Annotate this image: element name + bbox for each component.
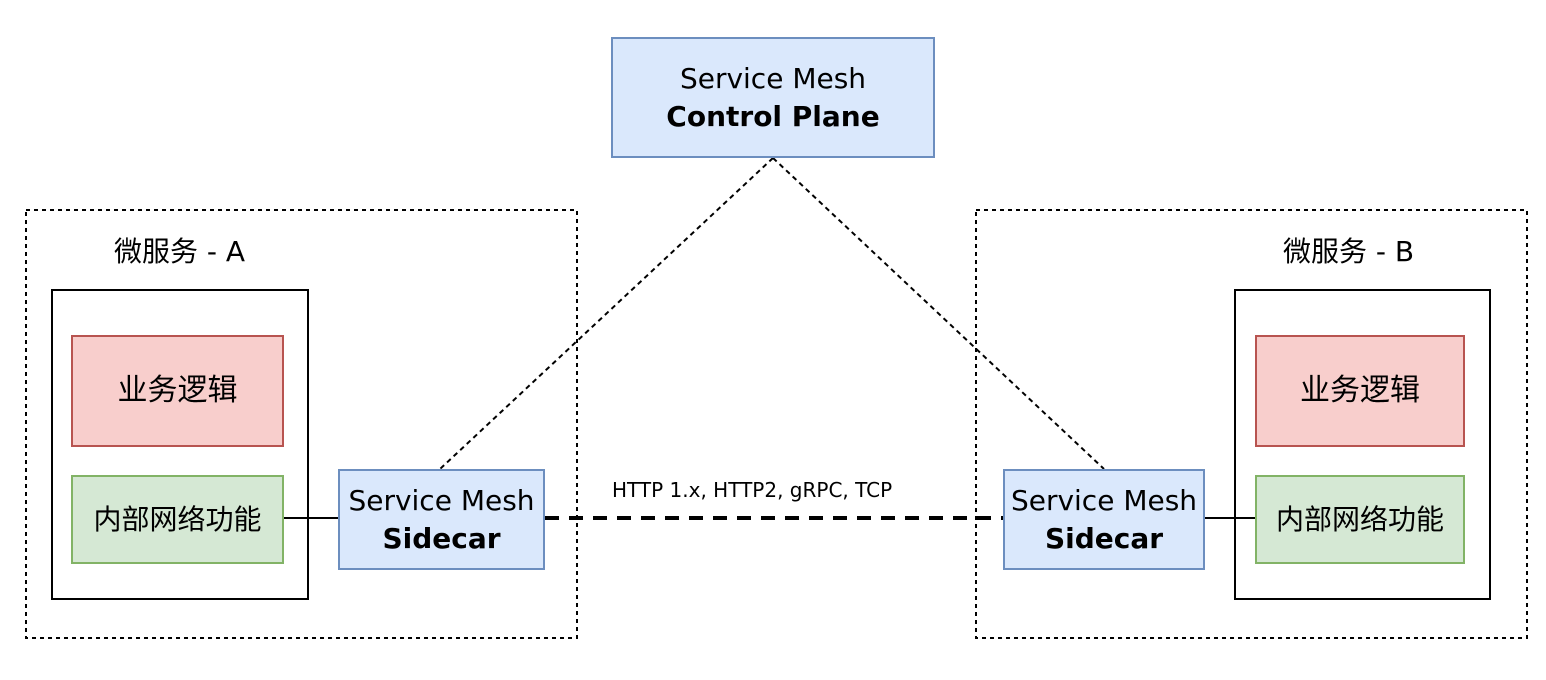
- service-b-title: 微服务 - B: [1283, 235, 1415, 268]
- service-a-network-function: 内部网络功能: [71, 475, 284, 564]
- service-a-business-logic-label: 业务逻辑: [117, 372, 238, 408]
- service-b-business-logic: 业务逻辑: [1255, 335, 1465, 447]
- protocol-label: HTTP 1.x, HTTP2, gRPC, TCP: [612, 478, 893, 502]
- service-b-sidecar-line2: Sidecar: [1044, 521, 1164, 555]
- service-b-sidecar-line1: Service Mesh: [1010, 483, 1198, 517]
- control-plane-subtitle: Control Plane: [666, 99, 880, 133]
- service-a-inner-box: [51, 289, 309, 600]
- service-b-network-function-label: 内部网络功能: [1275, 502, 1444, 536]
- service-b-sidecar: Service Mesh Sidecar: [1003, 469, 1205, 570]
- service-a-network-function-label: 内部网络功能: [93, 502, 262, 536]
- service-a-container: [25, 209, 578, 639]
- service-a-sidecar: Service Mesh Sidecar: [338, 469, 545, 570]
- service-b-inner-box: [1234, 289, 1491, 600]
- control-plane-title: Service Mesh: [679, 61, 867, 95]
- control-link-b: [772, 157, 1105, 470]
- service-b-container: [975, 209, 1528, 639]
- service-a-sidecar-line2: Sidecar: [382, 521, 501, 555]
- control-link-a: [439, 157, 774, 470]
- service-a-business-logic: 业务逻辑: [71, 335, 284, 447]
- service-a-title: 微服务 - A: [114, 235, 246, 268]
- service-b-business-logic-label: 业务逻辑: [1300, 372, 1420, 408]
- service-b-network-function: 内部网络功能: [1255, 475, 1465, 564]
- control-plane-box: Service Mesh Control Plane: [611, 37, 935, 158]
- service-a-sidecar-line1: Service Mesh: [348, 483, 535, 517]
